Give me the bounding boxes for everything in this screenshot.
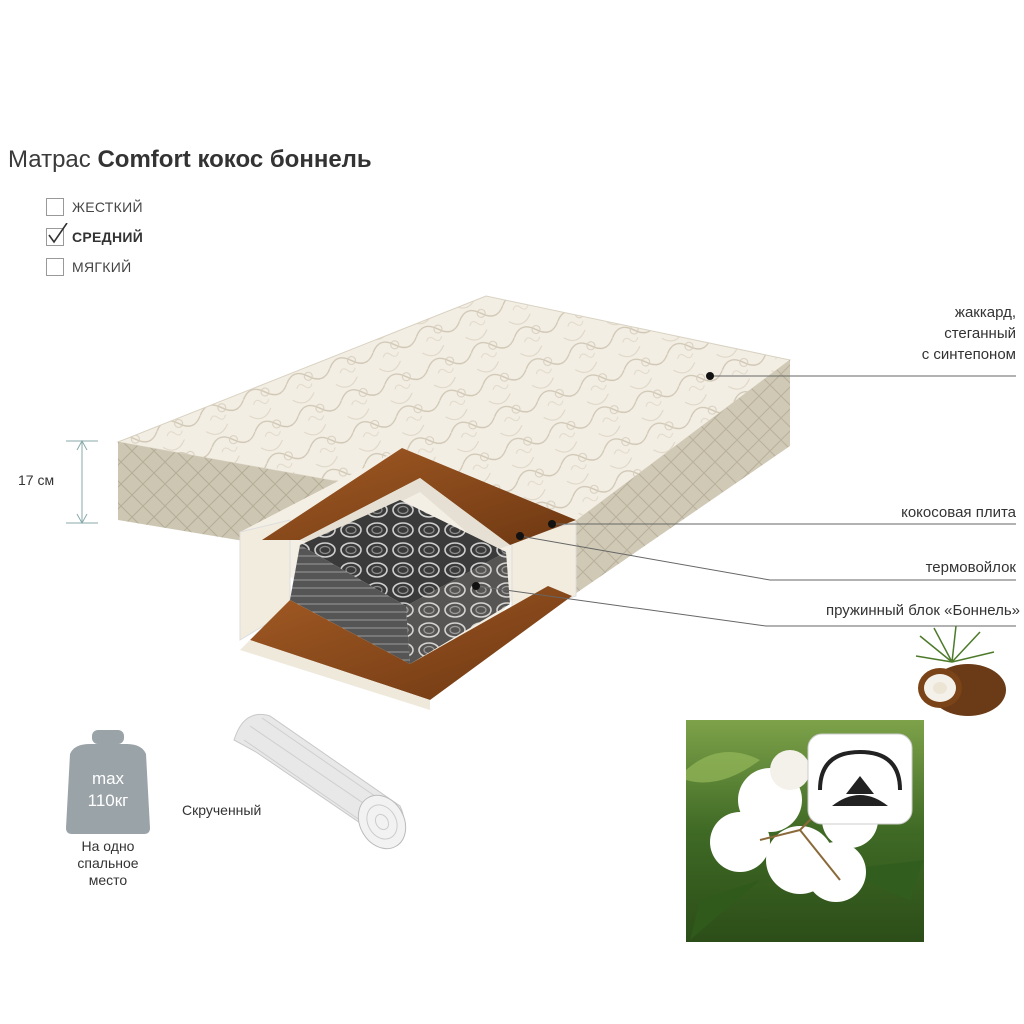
firmness-label-soft: МЯГКИЙ: [72, 259, 132, 275]
checkmark-icon: [48, 223, 68, 244]
mattress-right-side: [572, 360, 790, 596]
weight-caption: На одно спальное место: [77, 838, 139, 888]
weight-line1: max: [91, 769, 125, 788]
cotton-icon: [807, 733, 913, 825]
weight-icon: [66, 730, 150, 834]
page-title: Матрас Comfort кокос боннель: [8, 146, 372, 174]
spring-block-right: [406, 552, 510, 664]
weight-text: max 110кг: [66, 768, 150, 812]
firmness-option-medium: СРЕДНИЙ: [46, 223, 144, 246]
height-label: 17 см: [18, 472, 55, 488]
checkbox-soft: [46, 258, 64, 276]
checkbox-medium: [46, 223, 68, 246]
firmness-label-hard: ЖЕСТКИЙ: [72, 199, 143, 215]
checkbox-hard: [46, 198, 64, 216]
coir-bottom: [250, 586, 572, 700]
callout-coir: кокосовая плита: [901, 504, 1016, 521]
callout-felt: термовойлок: [925, 559, 1016, 576]
title-name: Comfort кокос боннель: [97, 146, 372, 173]
rolled-label: Скрученный: [182, 802, 262, 818]
bottom-strip: [240, 640, 430, 710]
firmness-option-hard: ЖЕСТКИЙ: [46, 198, 143, 216]
spring-block-front: [290, 545, 410, 664]
weight-line2: 110кг: [87, 791, 129, 810]
coconut-icon: [915, 625, 1006, 716]
firmness-option-soft: МЯГКИЙ: [46, 258, 131, 276]
coir-top: [262, 448, 576, 545]
callout-jacquard: жаккард, стеганный с синтепоном: [921, 304, 1016, 363]
callout-springs: пружинный блок «Боннель»: [825, 602, 1020, 619]
title-prefix: Матрас: [8, 146, 91, 173]
firmness-label-medium: СРЕДНИЙ: [72, 229, 144, 245]
rolled-mattress-icon: [233, 714, 407, 850]
spring-block-top: [300, 500, 506, 606]
